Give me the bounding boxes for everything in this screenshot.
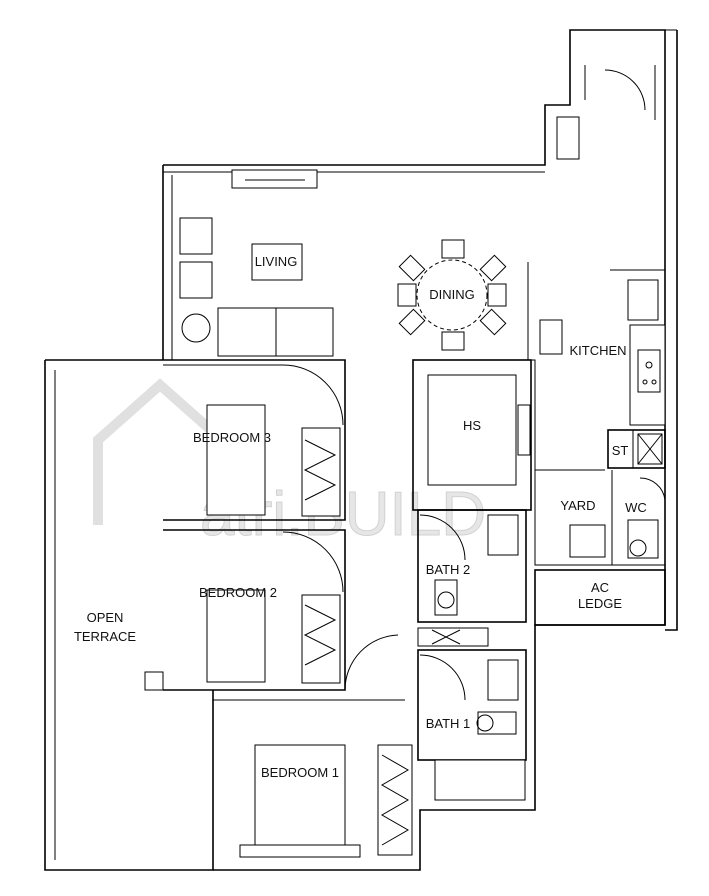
bedroom-3: BEDROOM 3 [163,359,346,521]
door-swing [344,634,399,691]
household-shelter: HS [412,359,532,511]
wardrobe [301,594,341,684]
room-label-ac-2: LEDGE [578,596,622,611]
dining-chair [397,283,417,307]
fridge [627,279,659,321]
dining-chair [441,331,465,351]
open-terrace: OPEN TERRACE [74,610,136,644]
bedroom-2: BEDROOM 2 [144,529,346,691]
window-ledge [239,844,361,858]
dining-chair [487,283,507,307]
plant-pot [181,313,211,343]
room-label-yard: YARD [560,498,595,513]
kitchen-area: KITCHEN [527,262,666,471]
dining-chair [398,308,426,336]
dining-chair [479,254,507,282]
living-area: LIVING [179,169,334,357]
ac-unit-icon [144,671,164,691]
service-area: ST YARD WC AC LEDGE [534,429,666,626]
shoe-cabinet [556,116,580,160]
corridor-cabinet [417,627,489,647]
watermark-house-icon [93,378,226,525]
dining-chair [398,254,426,282]
outer-walls [44,29,678,871]
room-label-living: LIVING [255,254,298,269]
washing-machine [569,524,606,558]
hs-door [517,404,531,456]
room-label-bath-1: BATH 1 [426,716,471,731]
dining-chair [479,308,507,336]
room-label-bedroom-2: BEDROOM 2 [199,585,277,600]
room-label-hs: HS [463,418,481,433]
bed [254,744,346,846]
bath-1-toilet [477,711,517,735]
room-label-dining: DINING [429,287,475,302]
room-label-bedroom-1: BEDROOM 1 [261,765,339,780]
coffee-table [251,243,303,281]
wc-toilet [627,519,659,559]
bedroom-1: BEDROOM 1 [213,699,413,858]
room-label-bath-2: BATH 2 [426,562,471,577]
room-label-bedroom-3: BEDROOM 3 [193,430,271,445]
armchair [179,261,213,299]
hob [637,349,661,393]
room-label-st: ST [612,443,629,458]
bathtub [434,759,526,801]
bath-1: BATH 1 [417,649,527,801]
entry-door [556,65,656,160]
dining-chair [441,239,465,259]
vanity [487,659,519,701]
bed [206,404,266,516]
tv-console [231,169,318,189]
room-label-kitchen: KITCHEN [569,343,626,358]
dining-area: DINING [397,239,507,351]
wardrobe [377,744,413,856]
wardrobe [301,427,341,517]
armchair [179,217,213,255]
bed [206,589,266,683]
room-label-ac-1: AC [591,580,609,595]
room-label-terrace-1: OPEN [87,610,124,625]
vanity [487,514,519,556]
room-label-terrace-2: TERRACE [74,629,136,644]
bath-2: BATH 2 [417,509,527,623]
room-label-wc: WC [625,500,647,515]
kitchen-sink [539,319,563,355]
